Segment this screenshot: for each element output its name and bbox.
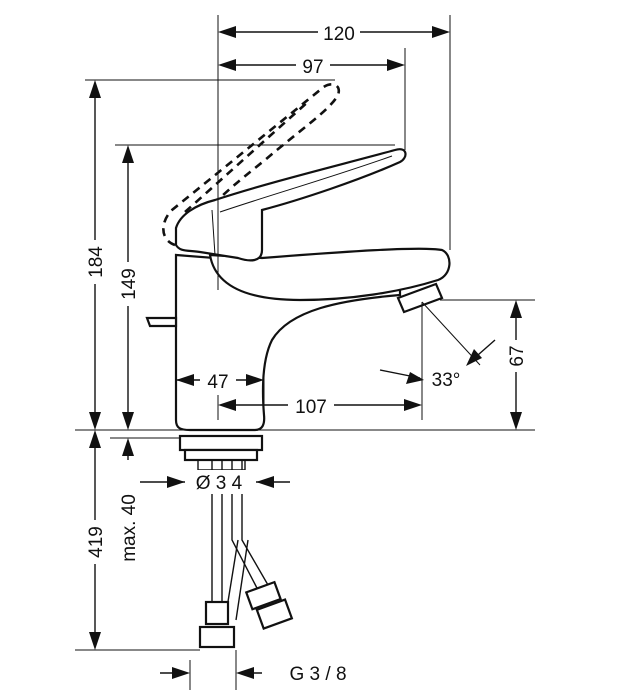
label-depth-below: 419 [86, 526, 107, 558]
dimension-lines [75, 15, 535, 690]
lever-raised-outline [162, 82, 341, 247]
label-base-to-spout: 47 [207, 372, 228, 393]
label-max-thickness: max. 40 [119, 494, 140, 562]
connector-left-nut [198, 625, 236, 649]
faucet-spout [208, 247, 451, 302]
label-lever-reach: 97 [302, 57, 323, 78]
label-spout-projection: 107 [295, 397, 327, 418]
label-thread: G 3 / 8 [289, 664, 346, 685]
supply-hoses [197, 460, 294, 649]
mount-nut [183, 448, 259, 462]
faucet-body [145, 82, 451, 462]
lever-joint-line [211, 209, 216, 256]
popup-rod [145, 316, 178, 328]
label-hole-diameter: Ø 3 4 [196, 473, 243, 494]
base-ring [178, 434, 264, 452]
hose-right-4 [235, 539, 249, 621]
dimension-labels: 120 97 184 149 67 47 107 33° 419 max. 40… [84, 20, 528, 685]
label-height-outlet: 67 [507, 345, 528, 366]
label-angle: 33° [432, 370, 461, 391]
aerator [396, 282, 444, 314]
connector-left [204, 600, 230, 626]
connector-right [244, 580, 294, 630]
lever-inner-line [219, 155, 393, 213]
label-width-overall: 120 [323, 24, 355, 45]
label-height-overall: 184 [86, 246, 107, 278]
faucet-lever [174, 148, 407, 262]
label-height-spout: 149 [119, 268, 140, 300]
